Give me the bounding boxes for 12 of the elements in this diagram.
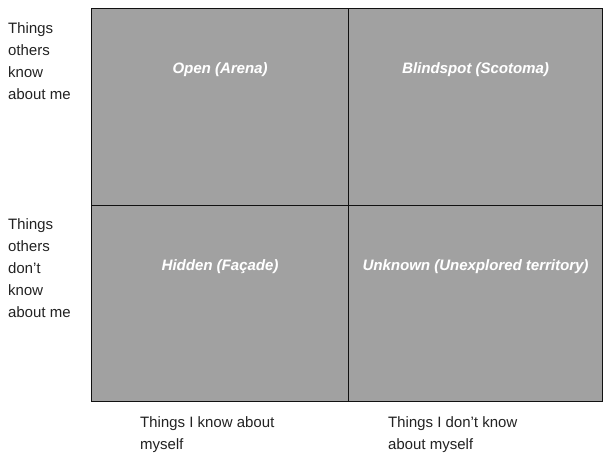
quadrant-box [91, 8, 349, 206]
quadrant-title: Blindspot (Scotoma) [401, 59, 550, 79]
row-header: Things others don’t know about me [8, 215, 72, 323]
row-header: Things others know about me [8, 19, 72, 105]
column-header: Things I don’t know about myself [388, 413, 518, 455]
quadrant-box [348, 8, 603, 206]
column-header: Things I know about myself [140, 413, 276, 455]
quadrant-box [348, 205, 603, 402]
quadrant-title: Open (Arena) [171, 59, 268, 79]
quadrant-title: Unknown (Unexplored territory) [362, 256, 590, 276]
quadrant-box [91, 205, 349, 402]
quadrant-title: Hidden (Façade) [160, 256, 280, 276]
